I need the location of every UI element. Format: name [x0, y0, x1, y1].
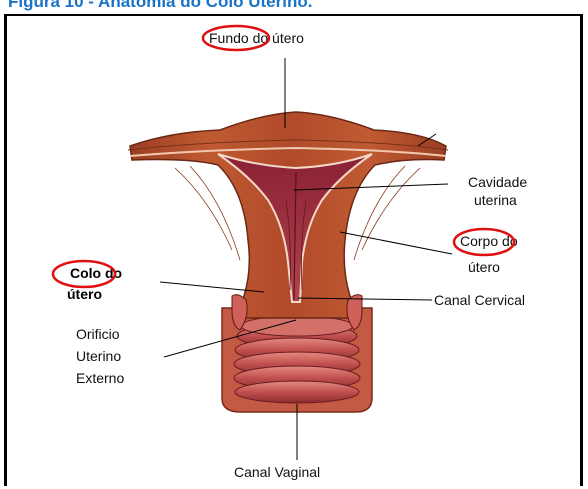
label-fundo-text: Fundo do útero [209, 30, 304, 46]
label-corpo: Corpo do útero [454, 229, 518, 275]
label-cavidade-line2: uterina [474, 192, 517, 208]
vaginal-canal [222, 308, 372, 412]
label-cavidade-line1: Cavidade [468, 174, 527, 190]
label-colo: Colo do útero [53, 261, 122, 302]
label-orificio-line1: Orificio [76, 326, 120, 342]
label-corpo-line2: útero [468, 259, 500, 275]
uterus-body [128, 112, 448, 330]
label-canal-cervical: Canal Cervical [434, 292, 525, 308]
label-fundo: Fundo do útero [203, 26, 304, 50]
label-orificio: Orificio Uterino Externo [76, 326, 124, 386]
label-orificio-line2: Uterino [76, 348, 121, 364]
label-cavidade: Cavidade uterina [468, 174, 527, 208]
label-canal-vaginal: Canal Vaginal [234, 464, 320, 480]
label-orificio-line3: Externo [76, 370, 124, 386]
label-colo-line2: útero [67, 286, 102, 302]
